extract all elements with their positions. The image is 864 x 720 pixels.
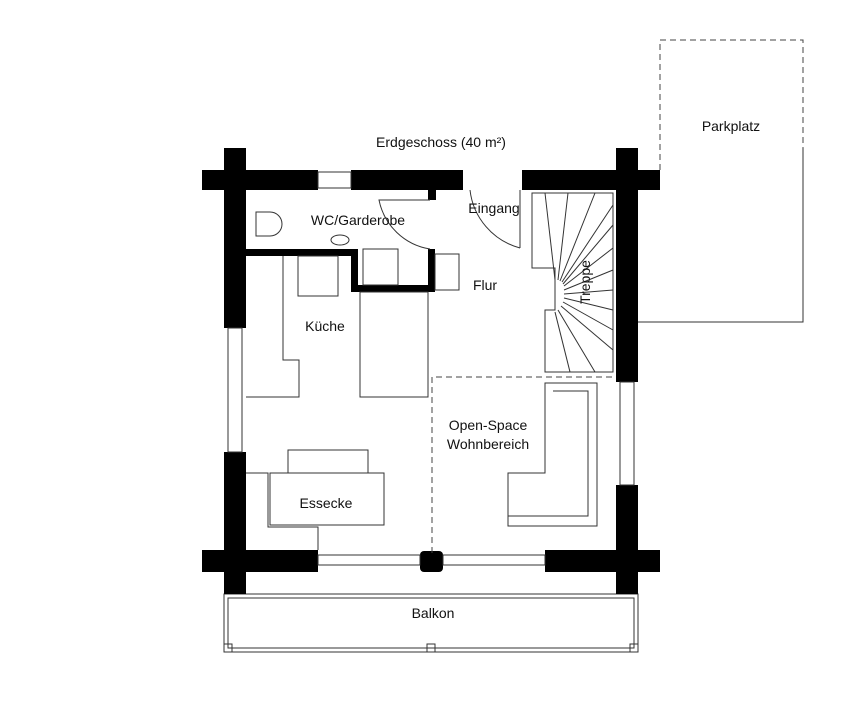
open-space-boundary [431, 376, 616, 553]
label-living-2: Wohnbereich [447, 436, 529, 452]
doors [378, 189, 521, 250]
exterior-walls [202, 148, 660, 594]
label-dining: Essecke [300, 495, 353, 511]
toilet-icon [255, 211, 283, 237]
label-living-1: Open-Space [449, 417, 528, 433]
label-kitchen: Küche [305, 318, 345, 334]
windows [227, 171, 635, 566]
interior-walls [246, 249, 435, 292]
label-wc: WC/Garderobe [311, 212, 405, 228]
label-entrance: Eingang [468, 200, 519, 216]
label-hall: Flur [473, 277, 497, 293]
furniture [246, 211, 598, 550]
label-stairs: Treppe [577, 260, 593, 304]
balcony [223, 593, 639, 653]
sink-icon [330, 234, 350, 246]
staircase [531, 192, 614, 373]
label-balcony: Balkon [412, 605, 455, 621]
label-parking: Parkplatz [702, 118, 760, 134]
parking-area [638, 39, 804, 323]
plan-title: Erdgeschoss (40 m²) [376, 134, 506, 150]
